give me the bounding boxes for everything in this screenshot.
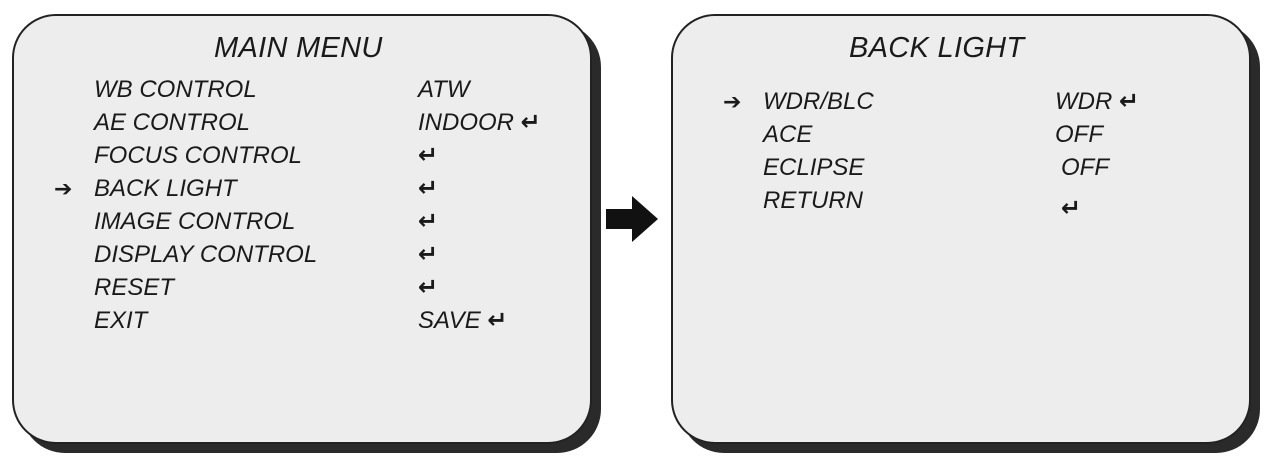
back-light-title: BACK LIGHT <box>849 32 1025 64</box>
menu-item-label: AE CONTROL <box>94 109 251 136</box>
enter-return-icon[interactable]: ↵ <box>418 274 439 301</box>
enter-return-icon[interactable]: ↵ <box>1061 195 1082 222</box>
menu-item-value: ↵ <box>418 173 438 205</box>
enter-return-icon[interactable]: ↵ <box>1119 88 1140 115</box>
menu-item-display-control[interactable]: DISPLAY CONTROL ↵ <box>14 239 590 271</box>
menu-item-exit[interactable]: EXIT SAVE ↵ <box>14 305 590 337</box>
back-light-item-eclipse[interactable]: ECLIPSE OFF <box>673 152 1249 184</box>
menu-item-image-control[interactable]: IMAGE CONTROL ↵ <box>14 206 590 238</box>
menu-item-value: ↵ <box>418 239 438 271</box>
menu-item-value: WDR ↵ <box>1055 88 1140 115</box>
enter-return-icon[interactable]: ↵ <box>418 208 439 235</box>
menu-item-label: RESET <box>94 274 175 301</box>
menu-item-label: BACK LIGHT <box>94 175 237 202</box>
menu-item-reset[interactable]: RESET ↵ <box>14 272 590 304</box>
enter-return-icon[interactable]: ↵ <box>520 109 541 136</box>
menu-item-value: SAVE ↵ <box>418 307 508 334</box>
menu-item-label: IMAGE CONTROL <box>94 208 296 235</box>
menu-item-label: DISPLAY CONTROL <box>94 241 318 268</box>
menu-item-label: WDR/BLC <box>763 88 874 115</box>
menu-item-label: ECLIPSE <box>763 154 865 181</box>
enter-return-icon[interactable]: ↵ <box>418 175 439 202</box>
menu-item-label: WB CONTROL <box>94 76 257 103</box>
menu-item-value: OFF <box>1061 154 1109 181</box>
main-menu-title: MAIN MENU <box>214 32 383 64</box>
menu-item-value: ATW <box>418 76 470 103</box>
menu-item-label: ACE <box>763 121 813 148</box>
menu-item-value: INDOOR ↵ <box>418 109 541 136</box>
right-arrow-icon <box>606 196 658 242</box>
menu-item-focus-control[interactable]: FOCUS CONTROL ↵ <box>14 140 590 172</box>
menu-item-ae-control[interactable]: AE CONTROL INDOOR ↵ <box>14 107 590 139</box>
back-light-item-return[interactable]: RETURN ↵ <box>673 185 1249 222</box>
menu-item-label: EXIT <box>94 307 148 334</box>
back-light-panel: BACK LIGHT ➔ WDR/BLC WDR ↵ ACE OFF ECLIP… <box>671 14 1251 444</box>
menu-item-value: ↵ <box>418 272 438 304</box>
menu-item-wb-control[interactable]: WB CONTROL ATW <box>14 74 590 106</box>
back-light-item-ace[interactable]: ACE OFF <box>673 119 1249 151</box>
back-light-item-wdr-blc[interactable]: ➔ WDR/BLC WDR ↵ <box>673 86 1249 118</box>
menu-item-label: RETURN <box>763 187 863 214</box>
menu-item-value: ↵ <box>418 206 438 238</box>
enter-return-icon[interactable]: ↵ <box>487 307 508 334</box>
enter-return-icon[interactable]: ↵ <box>418 142 439 169</box>
menu-item-value: ↵ <box>1061 193 1081 225</box>
pointer-arrow-icon: ➔ <box>54 176 73 201</box>
menu-item-label: FOCUS CONTROL <box>94 142 303 169</box>
menu-item-value: ↵ <box>418 140 438 172</box>
enter-return-icon[interactable]: ↵ <box>418 241 439 268</box>
main-menu-panel: MAIN MENU WB CONTROL ATW AE CONTROL INDO… <box>12 14 592 444</box>
menu-item-back-light[interactable]: ➔ BACK LIGHT ↵ <box>14 173 590 205</box>
menu-item-value: OFF <box>1055 121 1103 148</box>
pointer-arrow-icon: ➔ <box>723 89 742 114</box>
